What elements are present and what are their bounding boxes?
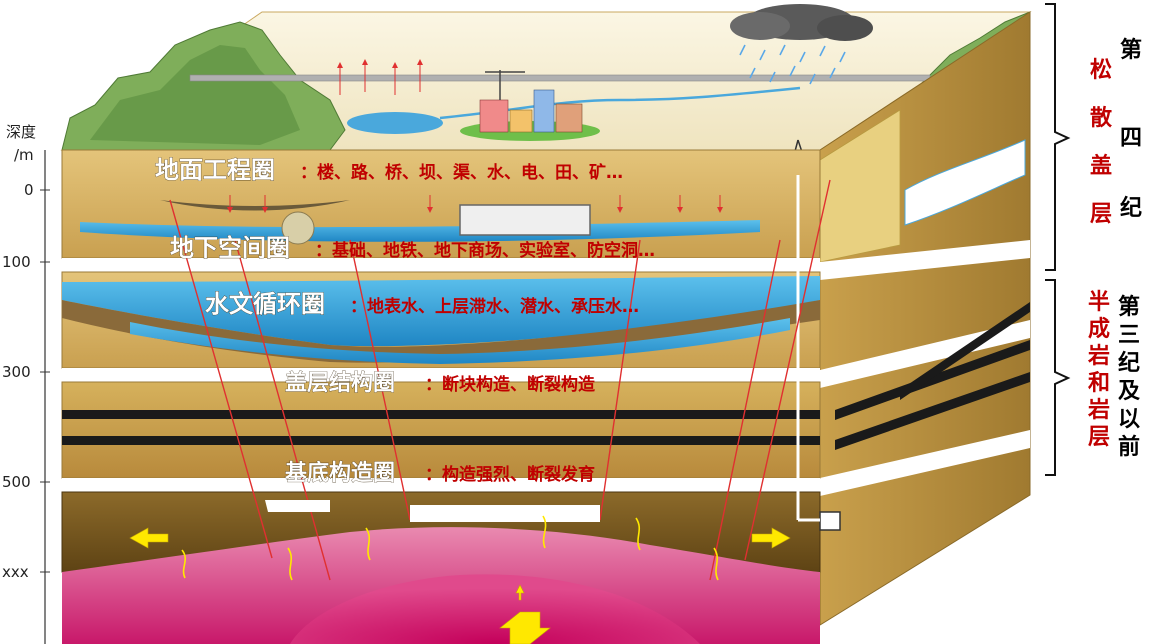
fault-block-offset-left (265, 500, 330, 512)
rain-drops (739, 44, 846, 85)
layer-cover (61, 381, 821, 479)
zone-desc: ：地表水、上层滞水、潜水、承压水… (350, 296, 639, 317)
magma-core (290, 574, 700, 644)
label-quaternary-period: 第 四 纪 (1120, 37, 1142, 221)
zone-label-surface: 地面工程圈 ：楼、路、桥、坝、渠、水、电、田、矿… (155, 156, 623, 185)
label-char: 第 (1118, 294, 1140, 320)
right-side-white-band-2 (820, 320, 1030, 388)
heat-arrows (129, 527, 791, 644)
surface-lake (347, 112, 443, 134)
depth-axis-unit: /m (14, 146, 34, 164)
zone-label-underground: 地下空间圈 ：基础、地铁、地下商场、实验室、防空洞… (170, 234, 655, 263)
rising-heat-squiggles (181, 515, 719, 581)
coal-seam-1 (62, 410, 820, 419)
label-char: 三 (1118, 323, 1140, 348)
bracket-quaternary (1045, 3, 1071, 271)
evaporation-arrows (337, 59, 423, 95)
depth-tick-100: 100 (2, 253, 31, 271)
zone-name: 盖层结构圈 (285, 370, 395, 396)
depth-tick-500: 500 (2, 473, 31, 491)
coal-seam-2 (62, 436, 820, 445)
highway-bridge (189, 74, 931, 82)
right-side-coal-1 (835, 340, 1030, 420)
label-char: 以 (1118, 407, 1140, 432)
zone-name: 水文循环圈 (205, 290, 325, 318)
label-char: 和 (1088, 371, 1110, 396)
label-char: 松 (1090, 58, 1112, 83)
aquifer-confined (130, 318, 790, 364)
depth-tick-300: 300 (2, 363, 31, 381)
label-char: 盖 (1090, 153, 1112, 179)
label-char: 层 (1090, 202, 1112, 227)
underground-chamber (819, 511, 841, 531)
gap-100 (62, 258, 820, 272)
city-buildings (460, 70, 600, 141)
zone-name: 地面工程圈 (155, 156, 275, 184)
aquifer-lens (160, 200, 350, 211)
zone-label-cover: 盖层结构圈 ：断块构造、断裂构造 (285, 370, 596, 397)
right-side-white-band-1 (820, 240, 1030, 280)
zone-desc: ：楼、路、桥、坝、渠、水、电、田、矿… (300, 162, 623, 183)
gap-300 (62, 368, 820, 382)
zone-desc: ：断块构造、断裂构造 (425, 374, 596, 395)
label-char: 前 (1118, 434, 1140, 460)
right-side-white-band-3 (820, 430, 1030, 496)
label-tertiary-type: 半 成 岩 和 岩 层 (1087, 290, 1110, 450)
zone-label-basement: 基底构造圈 ：构造强烈、断裂发育 (285, 460, 595, 487)
depth-axis-title: 深度 (6, 123, 36, 141)
depth-tick-0: 0 (24, 181, 34, 199)
rain-cloud (730, 4, 873, 41)
label-char: 第 (1120, 37, 1142, 63)
label-char: 四 (1120, 126, 1142, 151)
left-mountain-shade (90, 45, 300, 145)
fault-lines (169, 179, 831, 581)
label-char: 层 (1088, 425, 1110, 450)
label-char: 岩 (1087, 398, 1110, 423)
label-char: 及 (1118, 379, 1141, 404)
zone-name: 地下空间圈 (170, 234, 290, 262)
label-char: 成 (1088, 317, 1110, 342)
label-char: 散 (1090, 106, 1113, 131)
bracket-tertiary (1045, 279, 1071, 476)
zone-name: 基底构造圈 (285, 460, 395, 486)
label-char: 岩 (1087, 344, 1110, 369)
right-side-coal-2 (835, 372, 1030, 450)
label-char: 半 (1088, 290, 1110, 315)
label-char: 纪 (1118, 350, 1140, 376)
zone-desc: ：基础、地铁、地下商场、实验室、防空洞… (315, 240, 655, 261)
subway-tunnel (459, 204, 591, 236)
label-tertiary-period: 第 三 纪 及 以 前 (1118, 294, 1141, 460)
right-side-coal-3 (900, 302, 1030, 400)
fault-block-offset (410, 505, 600, 522)
zone-desc: ：构造强烈、断裂发育 (425, 464, 595, 485)
label-char: 纪 (1120, 195, 1142, 221)
recharge-arrows (227, 195, 723, 213)
label-quaternary-type: 松 散 盖 层 (1090, 58, 1113, 227)
foundation-sphere (281, 211, 315, 245)
depth-tick-xxx: xxx (2, 563, 29, 581)
zone-label-hydro: 水文循环圈 ：地表水、上层滞水、潜水、承压水… (205, 290, 639, 319)
depth-ticks (40, 189, 50, 573)
right-side-cave (904, 139, 1026, 226)
